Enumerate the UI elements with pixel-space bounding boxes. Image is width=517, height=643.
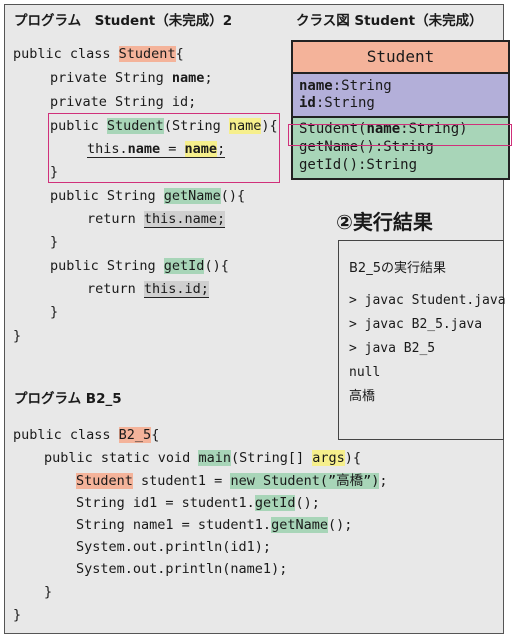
- result-box: B2_5の実行結果 > javac Student.java > javac B…: [338, 240, 506, 440]
- uml-attribute: id:String: [299, 95, 375, 111]
- code-line: System.out.println(id1);: [76, 539, 272, 555]
- code-line: this.name = name;: [87, 141, 226, 158]
- uml-class-box: Student name:String id:String Student(na…: [291, 40, 510, 180]
- code-line: String name1 = student1.getName();: [76, 517, 353, 533]
- code-line: private String id;: [50, 94, 197, 110]
- code-line: String id1 = student1.getId();: [76, 495, 320, 511]
- program1-title: プログラム Student（未完成）2: [14, 13, 233, 29]
- class-diagram-title: クラス図 Student（未完成）: [296, 13, 483, 29]
- code-line: }: [13, 607, 22, 623]
- constructor-operation-highlight: [288, 124, 512, 146]
- code-line: public String getId(){: [50, 258, 229, 274]
- code-line: private String name;: [50, 70, 213, 86]
- result-line: 高橋: [349, 389, 376, 404]
- code-line: public String getName(){: [50, 188, 246, 204]
- result-title: ②実行結果: [336, 210, 433, 234]
- result-line: > javac B2_5.java: [349, 317, 483, 332]
- code-line: public class B2_5{: [13, 427, 160, 443]
- uml-operation: getId():String: [299, 157, 418, 173]
- code-line: }: [50, 234, 59, 250]
- constructor-highlight-box: [48, 113, 280, 183]
- uml-class-name: Student: [293, 42, 508, 74]
- code-line: public Student(String name){: [50, 118, 278, 134]
- code-line: }: [13, 328, 22, 344]
- code-line: System.out.println(name1);: [76, 561, 288, 577]
- uml-operation: getName():String: [299, 139, 434, 155]
- uml-attributes: name:String id:String: [293, 74, 508, 118]
- result-heading: B2_5の実行結果: [349, 261, 446, 276]
- uml-operations: Student(name:String) getName():String ge…: [293, 118, 508, 178]
- code-line: }: [50, 164, 59, 180]
- code-line: }: [44, 584, 53, 600]
- code-line: public class Student{: [13, 46, 184, 62]
- code-line: Student student1 = new Student(”高橋”);: [76, 473, 388, 489]
- uml-operation-constructor: Student(name:String): [299, 121, 468, 137]
- result-line: null: [349, 365, 381, 380]
- code-line: return this.id;: [87, 281, 209, 298]
- code-line: public static void main(String[] args){: [44, 450, 362, 466]
- code-line: return this.name;: [87, 211, 226, 228]
- result-line: > java B2_5: [349, 341, 436, 356]
- code-line: }: [50, 304, 59, 320]
- program2-title: プログラム B2_5: [14, 391, 122, 407]
- result-line: > javac Student.java: [349, 293, 506, 308]
- uml-attribute: name:String: [299, 78, 392, 94]
